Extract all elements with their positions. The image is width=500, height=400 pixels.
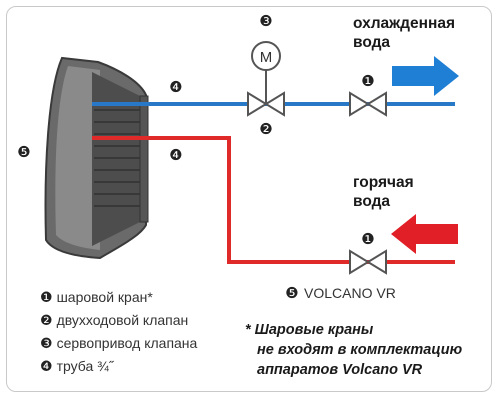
heater-unit (44, 56, 149, 260)
footnote-line2: не входят в комплектацию (257, 342, 463, 358)
ball-valve-hot (349, 249, 387, 275)
cold-flow-arrow-icon (392, 56, 459, 96)
hot-flow-arrow-icon (391, 214, 458, 254)
two-way-valve (247, 91, 285, 117)
marker-4-hot-pipe: ❹ (169, 146, 182, 164)
hot-water-label-line1: горячая (353, 174, 414, 191)
cold-water-label-line1: охлажденная (353, 15, 455, 32)
legend-marker: ❹ (40, 359, 53, 375)
diagram-frame (6, 6, 492, 392)
legend-text: сервопривод клапана (56, 335, 198, 351)
legend-marker: ❸ (40, 336, 53, 352)
ball-valve-cold (349, 91, 387, 117)
legend-text: шаровой кран* (56, 289, 153, 305)
hot-water-label-line2: вода (353, 193, 390, 210)
marker-1-hot-valve: ❶ (361, 230, 374, 248)
hot-pipe (92, 136, 455, 264)
marker-1-cold-valve: ❶ (361, 72, 374, 90)
legend-text: двухходовой клапан (56, 312, 189, 328)
marker-5-unit: ❺ (17, 143, 30, 161)
cold-water-label-line2: вода (353, 34, 390, 51)
legend-marker: ❷ (40, 313, 53, 329)
footnote-line3: аппаратов Volcano VR (257, 362, 423, 378)
marker-4-cold-pipe: ❹ (169, 78, 182, 96)
unit-label: VOLCANO VR (304, 285, 396, 301)
marker-5-unit-label: ❺ (285, 284, 298, 302)
footnote-line1: * Шаровые краны (245, 322, 374, 338)
motor-label: M (260, 49, 273, 66)
footnote: * Шаровые краны не входят в комплектацию… (245, 320, 462, 380)
marker-3-actuator: ❸ (259, 12, 272, 30)
legend-text: труба ¾˝ (56, 358, 114, 374)
legend-marker: ❶ (40, 290, 53, 306)
marker-2-valve: ❷ (259, 120, 272, 138)
servo-actuator (251, 41, 281, 71)
